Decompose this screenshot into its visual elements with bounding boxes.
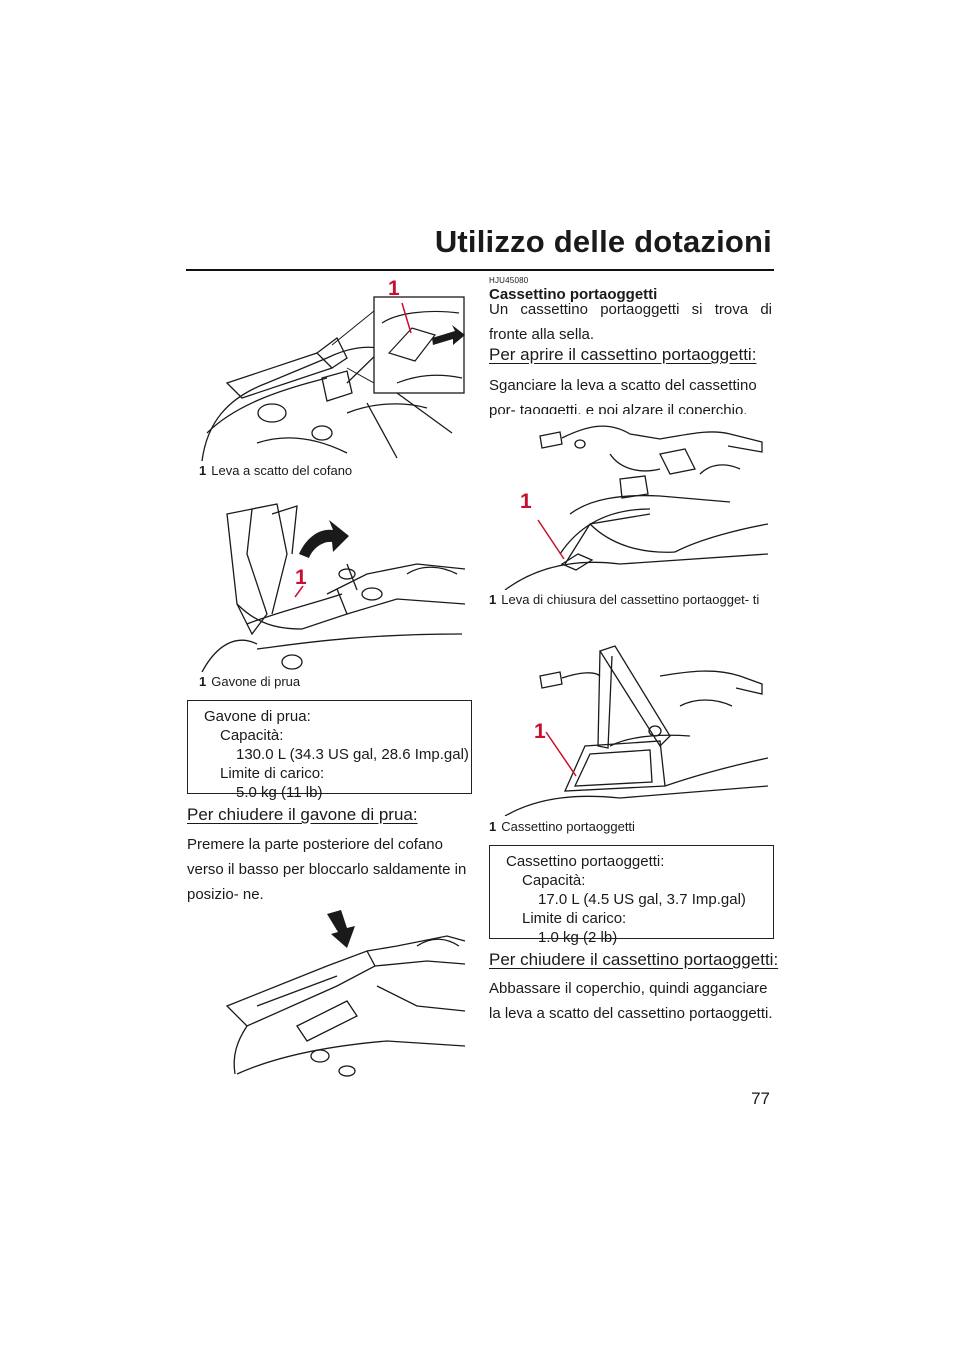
caption-number: 1: [489, 592, 497, 607]
figure-caption: 1 Gavone di prua: [199, 674, 469, 690]
callout-number: 1: [534, 720, 546, 743]
spec-box-bow-storage: Gavone di prua: Capacità: 130.0 L (34.3 …: [187, 700, 472, 801]
figure-close-hood: [197, 906, 467, 1078]
caption-text: Gavone di prua: [211, 674, 301, 689]
caption-number: 1: [199, 463, 207, 478]
spec-capacity-value: 130.0 L (34.3 US gal, 28.6 Imp.gal): [236, 746, 469, 763]
section-title: Cassettino portaoggetti: [489, 286, 658, 303]
figure-hood-latch: 1: [197, 277, 467, 461]
caption-text: Leva di chiusura del cassettino portaogg…: [501, 592, 760, 607]
section-heading-close-bow: Per chiudere il gavone di prua:: [187, 805, 418, 824]
spec-title: Cassettino portaoggetti:: [506, 853, 665, 870]
spec-capacity-label: Capacità:: [522, 872, 586, 889]
spec-load-label: Limite di carico:: [220, 765, 325, 782]
caption-text: Leva a scatto del cofano: [211, 463, 353, 478]
spec-load-value: 5.0 kg (11 lb): [236, 784, 323, 801]
figure-caption: 1 Cassettino portaoggetti: [489, 819, 771, 835]
section-heading-open: Per aprire il cassettino portaoggetti:: [489, 345, 757, 364]
hood-latch-illustration: [201, 296, 465, 461]
spec-capacity-value: 17.0 L (4.5 US gal, 3.7 Imp.gal): [538, 891, 746, 908]
spec-load-label: Limite di carico:: [522, 910, 627, 927]
figure-caption: 1 Leva di chiusura del cassettino portaog…: [489, 592, 771, 608]
figure-bow-storage: 1: [197, 494, 467, 672]
figure-glovebox-open: 1: [500, 636, 770, 816]
page-title: Utilizzo delle dotazioni: [434, 224, 772, 259]
paragraph-close-bow: Premere la parte posteriore del cofano v…: [187, 836, 467, 903]
paragraph-close-glovebox: Abbassare il coperchio, quindi agganciar…: [489, 980, 773, 1022]
glovebox-open-illustration: [504, 645, 769, 816]
spec-title: Gavone di prua:: [204, 708, 311, 725]
caption-number: 1: [489, 819, 497, 834]
close-hood-illustration: [225, 910, 466, 1077]
glovebox-latch-illustration: [504, 425, 769, 590]
section-code: HJU45080: [489, 276, 529, 285]
figure-caption: 1 Leva a scatto del cofano: [199, 463, 469, 479]
page-number: 77: [751, 1089, 770, 1108]
paragraph-intro: Un cassettino portaoggetti si trova di f…: [489, 301, 772, 343]
callout-number: 1: [295, 566, 307, 589]
callout-number: 1: [520, 490, 532, 513]
callout-number: 1: [388, 277, 400, 300]
caption-text: Cassettino portaoggetti: [501, 819, 635, 834]
bow-storage-illustration: [201, 503, 466, 672]
section-heading-close-glovebox: Per chiudere il cassettino portaoggetti:: [489, 950, 779, 969]
figure-glovebox-latch: 1: [500, 414, 770, 590]
spec-box-glovebox: Cassettino portaoggetti: Capacità: 17.0 …: [489, 845, 774, 946]
title-rule: [186, 269, 774, 271]
caption-number: 1: [199, 674, 207, 689]
spec-capacity-label: Capacità:: [220, 727, 284, 744]
spec-load-value: 1.0 kg (2 lb): [538, 929, 618, 946]
